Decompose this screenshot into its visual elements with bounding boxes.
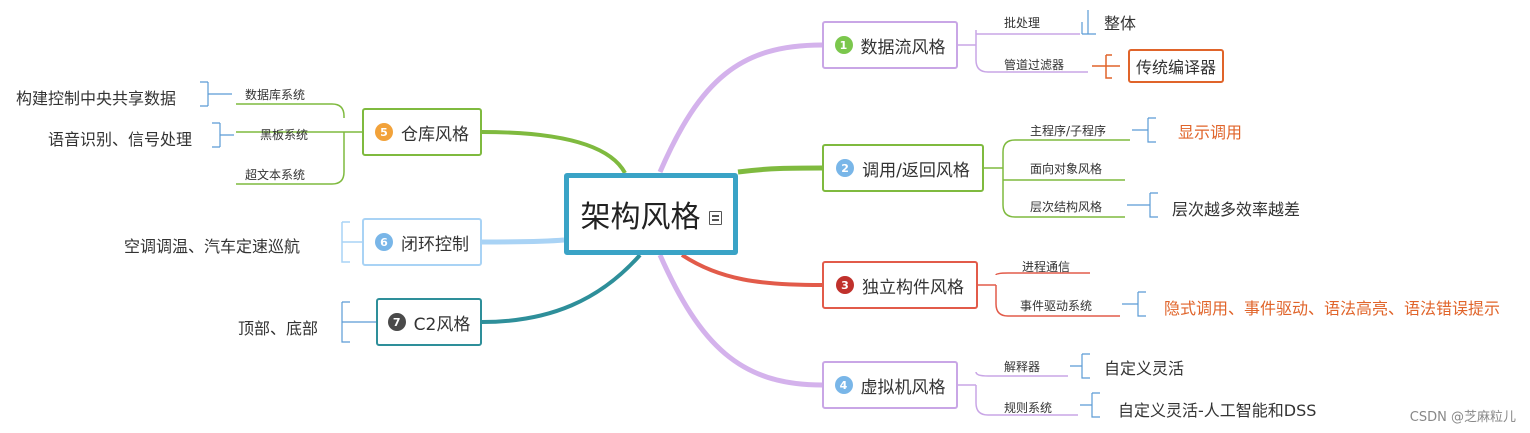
leaf-compiler[interactable]: 传统编译器 bbox=[1128, 49, 1225, 83]
leaf-explicit-call[interactable]: 显示调用 bbox=[1178, 119, 1243, 143]
root-label: 架构风格 bbox=[580, 200, 701, 235]
curve-5 bbox=[481, 130, 627, 175]
leaf-shared-data[interactable]: 构建控制中央共享数据 bbox=[16, 85, 177, 109]
sub-rule-system[interactable]: 规则系统 bbox=[1004, 401, 1053, 415]
watermark: CSDN @芝麻粒儿 bbox=[1409, 410, 1516, 425]
branch-data-flow[interactable]: 1 数据流风格 bbox=[822, 21, 958, 69]
branch-closed-loop[interactable]: 6 闭环控制 bbox=[362, 218, 482, 266]
badge-5: 5 bbox=[375, 123, 393, 141]
sub-blackboard[interactable]: 黑板系统 bbox=[260, 128, 309, 142]
sub-layered[interactable]: 层次结构风格 bbox=[1030, 200, 1103, 214]
curve-2 bbox=[737, 165, 823, 175]
curve-3 bbox=[680, 253, 823, 287]
branch-label: C2风格 bbox=[413, 314, 471, 335]
sub-process-comm[interactable]: 进程通信 bbox=[1022, 260, 1071, 274]
root-node[interactable]: 架构风格 bbox=[564, 173, 738, 255]
curve-4 bbox=[657, 253, 823, 388]
leaf-implicit-call[interactable]: 隐式调用、事件驱动、语法高亮、语法错误提示 bbox=[1164, 295, 1501, 319]
branch-repository[interactable]: 5 仓库风格 bbox=[362, 108, 482, 156]
branch-c2[interactable]: 7 C2风格 bbox=[376, 298, 482, 346]
curve-7 bbox=[481, 253, 642, 324]
badge-1: 1 bbox=[834, 36, 853, 54]
branch-label: 闭环控制 bbox=[401, 234, 469, 255]
sub-batch[interactable]: 批处理 bbox=[1004, 16, 1041, 30]
leaf-custom-flexible[interactable]: 自定义灵活 bbox=[1104, 355, 1185, 379]
badge-2: 2 bbox=[836, 159, 855, 177]
sub-main-subprogram[interactable]: 主程序/子程序 bbox=[1030, 124, 1107, 138]
leaf-whole[interactable]: 整体 bbox=[1104, 10, 1137, 34]
branch-label: 虚拟机风格 bbox=[860, 377, 946, 398]
branch-label: 独立构件风格 bbox=[862, 277, 964, 298]
branch-call-return[interactable]: 2 调用/返回风格 bbox=[822, 144, 984, 192]
badge-3: 3 bbox=[836, 276, 854, 294]
branch-label: 仓库风格 bbox=[401, 124, 469, 145]
sub-pipe-filter[interactable]: 管道过滤器 bbox=[1004, 58, 1065, 72]
badge-4: 4 bbox=[834, 376, 853, 394]
leaf-top-bottom[interactable]: 顶部、底部 bbox=[238, 315, 319, 339]
note-icon[interactable] bbox=[708, 211, 722, 225]
branch-label: 调用/返回风格 bbox=[862, 160, 970, 181]
badge-6: 6 bbox=[375, 233, 393, 251]
branch-label: 数据流风格 bbox=[860, 37, 946, 58]
leaf-ac-cruise[interactable]: 空调调温、汽车定速巡航 bbox=[124, 233, 301, 257]
curve-1 bbox=[657, 42, 823, 173]
branch-independent[interactable]: 3 独立构件风格 bbox=[822, 261, 978, 309]
curve-6 bbox=[481, 237, 565, 245]
sub-hypertext[interactable]: 超文本系统 bbox=[245, 168, 306, 182]
leaf-ai-dss[interactable]: 自定义灵活-人工智能和DSS bbox=[1118, 397, 1317, 421]
sub-event-driven[interactable]: 事件驱动系统 bbox=[1020, 299, 1093, 313]
sub-object-oriented[interactable]: 面向对象风格 bbox=[1030, 162, 1103, 176]
leaf-layer-efficiency[interactable]: 层次越多效率越差 bbox=[1172, 196, 1301, 220]
badge-7: 7 bbox=[387, 313, 406, 331]
leaf-speech-signal[interactable]: 语音识别、信号处理 bbox=[48, 126, 193, 150]
sub-interpreter[interactable]: 解释器 bbox=[1004, 360, 1041, 374]
branch-virtual-machine[interactable]: 4 虚拟机风格 bbox=[822, 361, 958, 409]
sub-database[interactable]: 数据库系统 bbox=[245, 88, 306, 102]
